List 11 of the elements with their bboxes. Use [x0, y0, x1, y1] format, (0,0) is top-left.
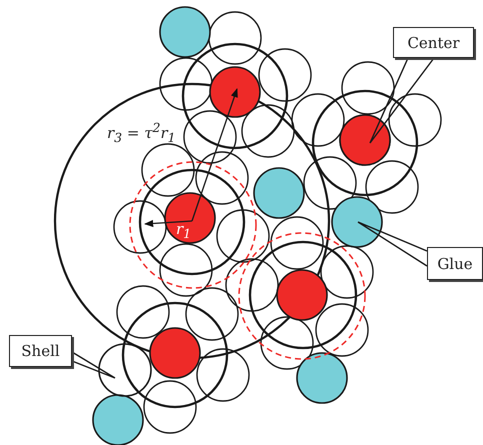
callout-label: Shell — [9, 335, 72, 367]
leader-line — [369, 57, 435, 144]
callout-label: Center — [393, 27, 474, 58]
callout-label: Glue — [427, 247, 483, 280]
radius-formula: r$_{3}$ = τ$^{2}$r$_{1}$ — [107, 122, 176, 144]
glue-particle — [331, 196, 383, 248]
shell-particle — [98, 343, 152, 397]
radius-label: r$_{1}$ — [176, 222, 192, 240]
center-particle — [339, 114, 391, 166]
leader-line — [71, 351, 116, 379]
leader-line — [357, 221, 428, 267]
